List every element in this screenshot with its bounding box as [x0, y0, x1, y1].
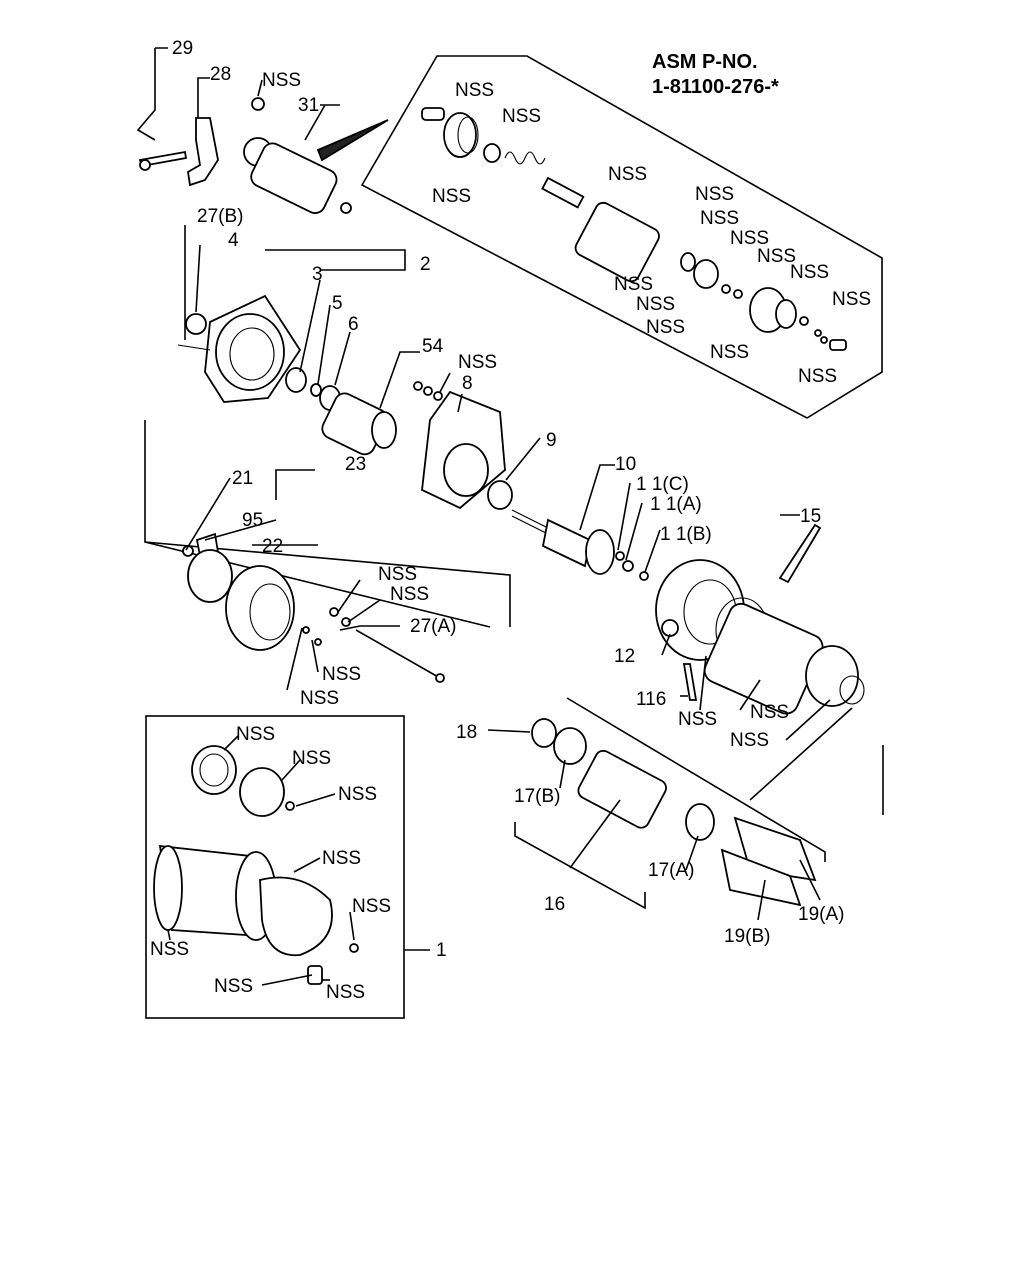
label-11c: 1 1(C)	[636, 474, 689, 495]
label-nss-b3: NSS	[338, 784, 377, 805]
label-31: 31	[298, 95, 319, 116]
label-nss-b5: NSS	[352, 896, 391, 917]
label-28: 28	[210, 64, 231, 85]
label-11a: 1 1(A)	[650, 494, 702, 515]
label-29: 29	[172, 38, 193, 59]
title-line-2: 1-81100-276-*	[652, 76, 779, 98]
label-nss-b4: NSS	[322, 848, 361, 869]
label-12: 12	[614, 646, 635, 667]
armature-bracket	[514, 822, 646, 910]
label-nss-s15: NSS	[798, 366, 837, 387]
armature-group-line	[566, 697, 826, 862]
label-nss-l1: NSS	[378, 564, 417, 585]
label-nss-s9: NSS	[790, 262, 829, 283]
pinion-shaft	[511, 509, 649, 581]
label-nss-b6: NSS	[150, 939, 189, 960]
label-nss-b8: NSS	[326, 982, 365, 1003]
label-2: 2	[420, 254, 431, 275]
label-nss-s6: NSS	[700, 208, 739, 229]
label-nss-l3: NSS	[322, 664, 361, 685]
label-nss-y2: NSS	[750, 702, 789, 723]
label-nss-s7: NSS	[730, 228, 769, 249]
label-16: 16	[544, 894, 565, 915]
assembly-1-parts	[153, 745, 359, 985]
armature-group	[531, 718, 817, 907]
label-54: 54	[422, 336, 444, 357]
label-nss-l2: NSS	[390, 584, 429, 605]
label-23: 23	[345, 454, 366, 475]
label-nss-s10: NSS	[832, 289, 871, 310]
label-27a: 27(A)	[410, 616, 456, 637]
armature-pointer	[749, 707, 853, 801]
label-19a: 19(A)	[798, 904, 844, 925]
label-nss-s13: NSS	[646, 317, 685, 338]
drive-housing	[177, 294, 341, 411]
left-group-line	[144, 541, 511, 627]
label-nss-y1: NSS	[678, 709, 717, 730]
solenoid-internal-parts	[421, 107, 847, 351]
label-116: 116	[636, 689, 666, 710]
clutch-assembly	[321, 381, 513, 510]
label-10: 10	[615, 454, 636, 475]
label-15: 15	[800, 506, 821, 527]
detail-pointer	[316, 119, 389, 162]
label-nss-y3: NSS	[730, 730, 769, 751]
yoke-and-field	[655, 523, 865, 715]
label-nss-s4: NSS	[608, 164, 647, 185]
label-18: 18	[456, 722, 477, 743]
label-4: 4	[228, 230, 239, 251]
solenoid-detail-box	[360, 55, 883, 419]
label-5: 5	[332, 293, 343, 314]
label-3: 3	[312, 264, 323, 285]
brush-holder-group	[182, 532, 445, 683]
lever-and-solenoid	[138, 97, 352, 214]
part-labels: 29 28 NSS 31 NSS NSS NSS NSS NSS NSS NSS…	[150, 38, 871, 1003]
label-nss-b7: NSS	[214, 976, 253, 997]
leader-lines	[136, 47, 831, 986]
label-nss-s5: NSS	[695, 184, 734, 205]
label-6: 6	[348, 314, 359, 335]
label-27b: 27(B)	[197, 206, 243, 227]
label-nss-s12: NSS	[636, 294, 675, 315]
label-nss-s8: NSS	[757, 246, 796, 267]
label-nss-l4: NSS	[300, 688, 339, 709]
label-nss-s3: NSS	[432, 186, 471, 207]
label-22: 22	[262, 536, 283, 557]
label-19b: 19(B)	[724, 926, 770, 947]
label-nss-b1: NSS	[236, 724, 275, 745]
label-nss-s11: NSS	[614, 274, 653, 295]
label-nss-s2: NSS	[502, 106, 541, 127]
label-nss-s14: NSS	[710, 342, 749, 363]
title-line-1: ASM P-NO.	[652, 51, 758, 73]
label-1: 1	[436, 940, 447, 961]
label-nss-54: NSS	[458, 352, 497, 373]
label-17b: 17(B)	[514, 786, 560, 807]
label-nss-s1: NSS	[455, 80, 494, 101]
label-8: 8	[462, 373, 473, 394]
label-9: 9	[546, 430, 557, 451]
label-nss-b2: NSS	[292, 748, 331, 769]
label-nss-28: NSS	[262, 70, 301, 91]
label-11b: 1 1(B)	[660, 524, 712, 545]
label-17a: 17(A)	[648, 860, 694, 881]
label-21: 21	[232, 468, 253, 489]
label-95: 95	[242, 510, 263, 531]
assembly-1-box	[145, 715, 405, 1019]
